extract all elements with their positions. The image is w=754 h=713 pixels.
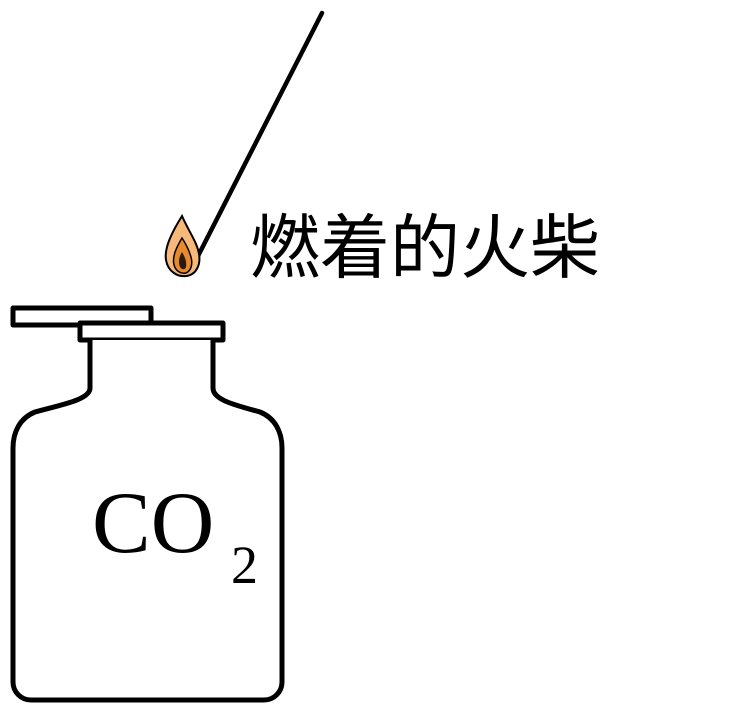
bottle-lip — [77, 320, 226, 343]
flame-icon — [164, 213, 201, 278]
gas-formula-subscript: 2 — [231, 535, 258, 595]
flame-core — [178, 252, 187, 270]
match-stick — [194, 10, 325, 261]
gas-bottle — [10, 305, 285, 703]
gas-formula: CO — [92, 475, 214, 572]
bottle-body — [10, 340, 285, 703]
burning-match — [164, 10, 325, 278]
match-label: 燃着的火柴 — [250, 207, 600, 289]
